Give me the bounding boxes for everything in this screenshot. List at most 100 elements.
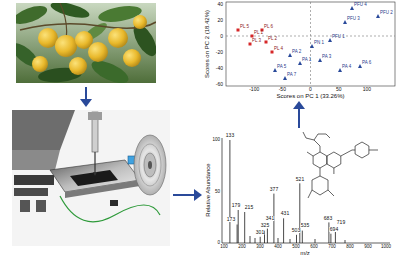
sample-label: PFU 4: [354, 3, 367, 8]
drawing-part: [244, 212, 245, 243]
drawing-part: [328, 38, 332, 42]
instrument-drawing: [12, 110, 170, 246]
drawing-part: [299, 183, 300, 243]
drawing-part: [237, 225, 238, 244]
drawing-part: [144, 153, 156, 177]
drawing-part: [255, 238, 256, 243]
drawing-part: [14, 188, 48, 196]
drawing-part: [94, 152, 95, 172]
sample-label: PL 1: [254, 31, 263, 36]
tick-label: -60: [216, 82, 223, 87]
drawing-part: [328, 222, 329, 243]
drawing-part: [310, 2, 311, 86]
drawing-part: [222, 243, 390, 244]
sample-label: PA 5: [277, 65, 286, 70]
drawing-part: [20, 200, 30, 212]
drawing-part: [273, 6, 380, 80]
drawing-part: [343, 20, 347, 24]
sample-label: PFU 3: [347, 17, 360, 22]
tick-label: 500: [292, 245, 300, 250]
drawing-part: [296, 235, 297, 243]
peak-label: 535: [300, 223, 309, 228]
arrow-head: [293, 101, 305, 109]
tick-label: 900: [364, 245, 372, 250]
peak-label: 341: [265, 216, 274, 221]
drawing-part: [133, 15, 147, 29]
peak-label: 683: [323, 216, 332, 221]
drawing-part: [70, 170, 118, 186]
drawing-part: [80, 99, 92, 107]
tick-label: 700: [328, 245, 336, 250]
drawing-part: [222, 138, 223, 243]
drawing-part: [326, 134, 330, 138]
drawing-part: [341, 150, 352, 156]
peak-label: 719: [336, 220, 345, 225]
tick-label: -50: [279, 87, 286, 92]
tick-label: 1000: [381, 245, 391, 250]
drawing-part: [134, 135, 166, 195]
drawing-part: [250, 236, 251, 243]
drawing-part: [12, 110, 170, 246]
drawing-part: [14, 175, 54, 185]
drawing-part: [283, 76, 287, 80]
drawing-part: [273, 68, 277, 72]
drawing-part: [123, 49, 141, 67]
drawing-part: [271, 51, 274, 54]
tick-label: 0: [220, 34, 223, 39]
drawing-part: [376, 14, 380, 18]
tick-label: 200: [238, 245, 246, 250]
tick-label: 100: [212, 138, 220, 143]
drawing-part: [16, 3, 49, 28]
drawing-part: [288, 53, 292, 57]
drawing-part: [69, 57, 87, 75]
sample-label: PL 2: [268, 37, 277, 42]
drawing-part: [328, 190, 334, 196]
drawing-part: [358, 64, 362, 68]
sample-label: PFU 1: [332, 35, 345, 40]
drawing-part: [330, 234, 331, 243]
drawing-part: [333, 168, 334, 174]
axis-title: Scores on PC 2 (18.42%): [204, 10, 210, 78]
peak-label: 301: [255, 230, 264, 235]
drawing-part: [38, 28, 58, 48]
drawing-part: [290, 239, 291, 243]
drawing-part: [260, 237, 261, 243]
peak-label: 133: [225, 133, 234, 138]
drawing-part: [49, 3, 91, 21]
drawing-part: [36, 200, 46, 212]
peak-label: 503: [291, 228, 300, 233]
tick-label: 300: [256, 245, 264, 250]
drawing-part: [314, 140, 320, 146]
tick-label: -20: [216, 50, 223, 55]
drawing-part: [226, 2, 395, 86]
drawing-part: [251, 35, 254, 38]
sample-label: PA 7: [287, 73, 296, 78]
drawing-part: [320, 146, 321, 152]
drawing-part: [249, 43, 252, 46]
drawing-part: [306, 138, 314, 140]
drawing-part: [352, 150, 355, 151]
flow-arrow: [293, 101, 305, 128]
axis-title: Relative Abundance: [205, 163, 211, 216]
peak-label: 179: [231, 203, 240, 208]
sample-label: PA 2: [292, 50, 301, 55]
drawing-part: [230, 140, 345, 243]
sample-label: PL 5: [240, 25, 249, 30]
drawing-part: [93, 172, 97, 176]
drawing-part: [139, 144, 161, 186]
drawing-part: [283, 218, 284, 243]
peak-label: 173: [226, 217, 235, 222]
drawing-part: [12, 110, 75, 150]
drawing-part: [320, 168, 321, 176]
peak-label: 694: [329, 227, 338, 232]
tick-label: 800: [346, 245, 354, 250]
drawing-part: [312, 176, 328, 195]
drawing-part: [313, 152, 327, 168]
drawing-part: [308, 190, 312, 198]
tick-label: -100: [249, 87, 259, 92]
arrow-line: [298, 108, 300, 128]
drawing-part: [338, 68, 342, 72]
drawing-part: [88, 42, 108, 62]
tick-label: 20: [217, 18, 223, 23]
